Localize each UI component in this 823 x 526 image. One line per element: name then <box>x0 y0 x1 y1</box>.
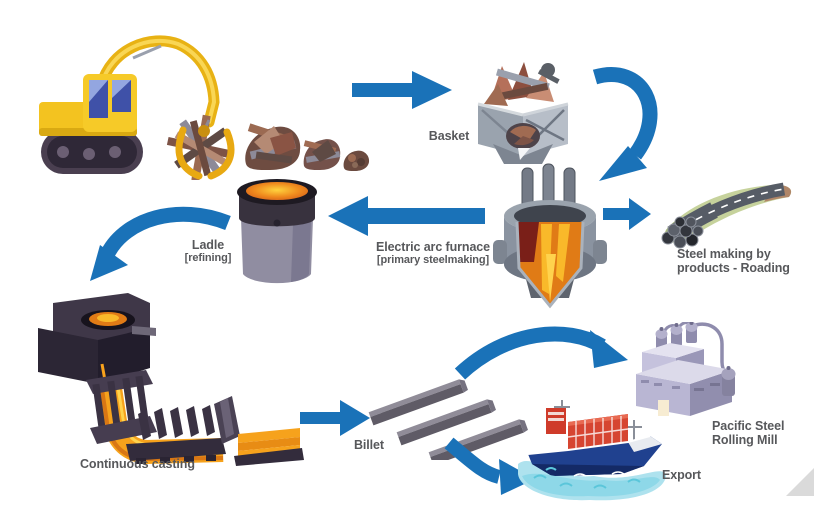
export-label: Export <box>662 468 701 482</box>
rolling-mill-label: Pacific Steel Rolling Mill <box>712 419 785 447</box>
continuous-caster-icon <box>38 293 304 466</box>
basket-label: Basket <box>428 129 470 143</box>
corner-fold <box>786 468 814 496</box>
aggregate-pile <box>661 216 704 249</box>
rolling-mill-factory-icon <box>636 322 736 416</box>
ladle-icon <box>237 179 317 284</box>
billet-label: Billet <box>354 438 384 452</box>
roading-byproducts-icon <box>661 182 792 249</box>
byproducts-label: Steel making by products - Roading <box>677 247 790 275</box>
arrow-scrap-to-basket <box>352 71 452 109</box>
scrap-piles-icon <box>245 123 370 171</box>
arrow-ladle-to-caster <box>90 206 231 281</box>
scrap-pile-small <box>343 150 370 171</box>
export-ship-icon <box>518 400 666 501</box>
basket-icon <box>477 62 569 164</box>
scrap-pile-medium <box>303 139 341 170</box>
scrap-pile-large <box>245 123 301 170</box>
arrow-basket-to-furnace <box>592 67 658 181</box>
electric-arc-furnace-icon <box>493 163 607 309</box>
basket-scrap <box>484 62 560 106</box>
arrow-furnace-to-byproducts <box>603 198 651 230</box>
arrow-caster-to-billet <box>300 400 370 436</box>
excavator-icon <box>39 35 235 180</box>
grabbed-scrap <box>166 114 234 180</box>
arrow-billet-to-mill <box>454 326 628 380</box>
billet-icon <box>368 379 528 460</box>
electric-arc-furnace-label: Electric arc furnace [primary steelmakin… <box>375 240 491 266</box>
arrow-furnace-to-ladle <box>328 196 485 236</box>
continuous-casting-label: Continuous casting <box>80 457 195 471</box>
caster-rollers <box>138 405 215 440</box>
ladle-label: Ladle [refining] <box>184 238 232 264</box>
arrow-billet-to-export <box>444 437 535 495</box>
